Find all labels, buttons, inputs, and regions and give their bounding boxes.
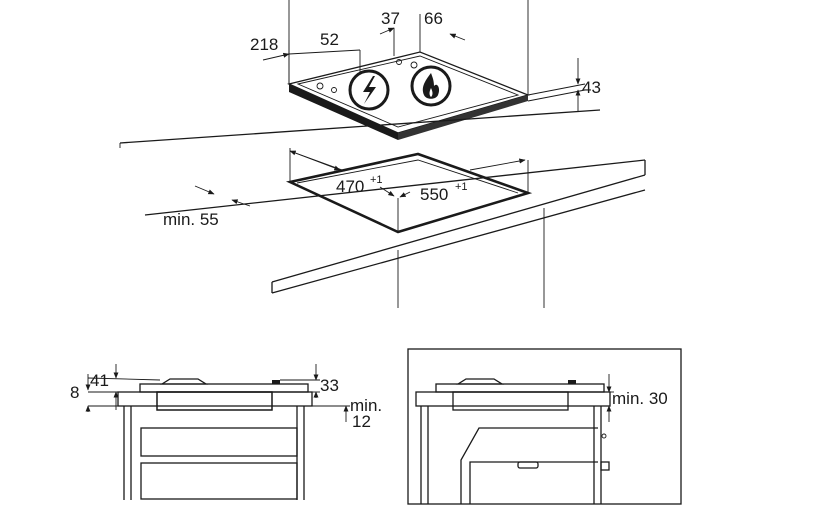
gas-flame-icon	[410, 65, 452, 107]
dim-12-label: 12	[352, 412, 371, 431]
electric-lightning-icon	[348, 69, 390, 111]
dim-41-label: 41	[90, 371, 109, 390]
dim-33-label: 33	[320, 376, 339, 395]
dim-37-label: 37	[381, 9, 400, 28]
cutout-depth-tolerance: +1	[455, 181, 468, 193]
edge-distance-label: min. 55	[163, 210, 219, 229]
isometric-view: 218 52 37 66 43 470 +1 550 +1 min. 55	[119, 0, 646, 308]
cutout-width-tolerance: +1	[370, 174, 383, 186]
dim-8-label: 8	[70, 383, 79, 402]
cutout-width-label: 470	[336, 177, 364, 196]
side-view-left: 8 41 33 min. 12	[70, 364, 382, 500]
detail-frame	[407, 348, 682, 505]
countertop	[119, 109, 646, 308]
side-view-right: min. 30	[407, 348, 682, 505]
hob-plate	[287, 51, 530, 140]
dim-218-label: 218	[250, 35, 278, 54]
dim-min-label: min.	[350, 396, 382, 415]
cutout-depth-label: 550	[420, 185, 448, 204]
dim-52-label: 52	[320, 30, 339, 49]
dim-min30-label: min. 30	[612, 389, 668, 408]
dim-43-label: 43	[582, 78, 601, 97]
dim-66-label: 66	[424, 9, 443, 28]
